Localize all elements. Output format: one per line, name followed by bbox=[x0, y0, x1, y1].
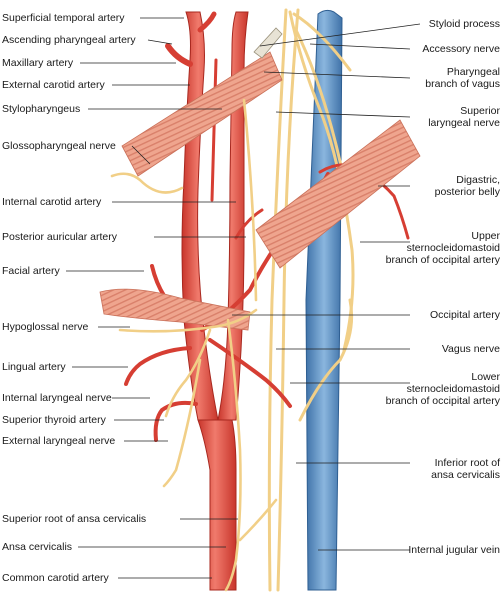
label-common-carotid-artery: Common carotid artery bbox=[2, 572, 109, 584]
label-posterior-auricular-artery: Posterior auricular artery bbox=[2, 231, 117, 243]
label-stylopharyngeus: Stylopharyngeus bbox=[2, 103, 81, 115]
label-digastric-posterior-belly: Digastric, posterior belly bbox=[434, 174, 500, 198]
label-internal-jugular-vein: Internal jugular vein bbox=[408, 544, 500, 556]
label-vagus-nerve: Vagus nerve bbox=[441, 343, 500, 355]
stylopharyngeus-shape bbox=[121, 51, 283, 177]
label-inferior-root-ansa-cervicalis: Inferior root of ansa cervicalis bbox=[431, 457, 500, 481]
label-facial-artery: Facial artery bbox=[2, 265, 60, 277]
lower-muscle-band-shape bbox=[99, 288, 251, 331]
label-ansa-cervicalis: Ansa cervicalis bbox=[2, 541, 73, 553]
label-maxillary-artery: Maxillary artery bbox=[2, 57, 74, 69]
label-superficial-temporal-artery: Superficial temporal artery bbox=[2, 12, 125, 24]
styloid-process-shape bbox=[253, 27, 283, 59]
label-pharyngeal-branch-of-vagus: Pharyngeal branch of vagus bbox=[425, 66, 500, 90]
label-superior-laryngeal-nerve: Superior laryngeal nerve bbox=[428, 105, 500, 129]
label-hypoglossal-nerve: Hypoglossal nerve bbox=[2, 321, 89, 333]
label-lower-sternocleidomastoid-branch: Lower sternocleidomastoid branch of occi… bbox=[385, 371, 500, 407]
label-upper-sternocleidomastoid-branch: Upper sternocleidomastoid branch of occi… bbox=[385, 230, 500, 266]
digastric-shape bbox=[255, 119, 421, 269]
label-external-carotid-artery: External carotid artery bbox=[2, 79, 105, 91]
label-internal-laryngeal-nerve: Internal laryngeal nerve bbox=[2, 392, 112, 404]
label-external-laryngeal-nerve: External laryngeal nerve bbox=[2, 435, 116, 447]
label-superior-thyroid-artery: Superior thyroid artery bbox=[2, 414, 106, 426]
label-glossopharyngeal-nerve: Glossopharyngeal nerve bbox=[2, 140, 116, 152]
label-styloid-process: Styloid process bbox=[428, 18, 500, 30]
label-lingual-artery: Lingual artery bbox=[2, 361, 66, 373]
label-accessory-nerve: Accessory nerve bbox=[422, 43, 500, 55]
common-carotid-shape bbox=[197, 419, 237, 591]
nerves-front bbox=[110, 98, 278, 592]
label-occipital-artery: Occipital artery bbox=[429, 309, 500, 321]
label-superior-root-ansa-cervicalis: Superior root of ansa cervicalis bbox=[2, 513, 147, 525]
label-ascending-pharyngeal-artery: Ascending pharyngeal artery bbox=[2, 34, 136, 46]
label-internal-carotid-artery: Internal carotid artery bbox=[2, 196, 102, 208]
leader-lines bbox=[66, 17, 421, 579]
